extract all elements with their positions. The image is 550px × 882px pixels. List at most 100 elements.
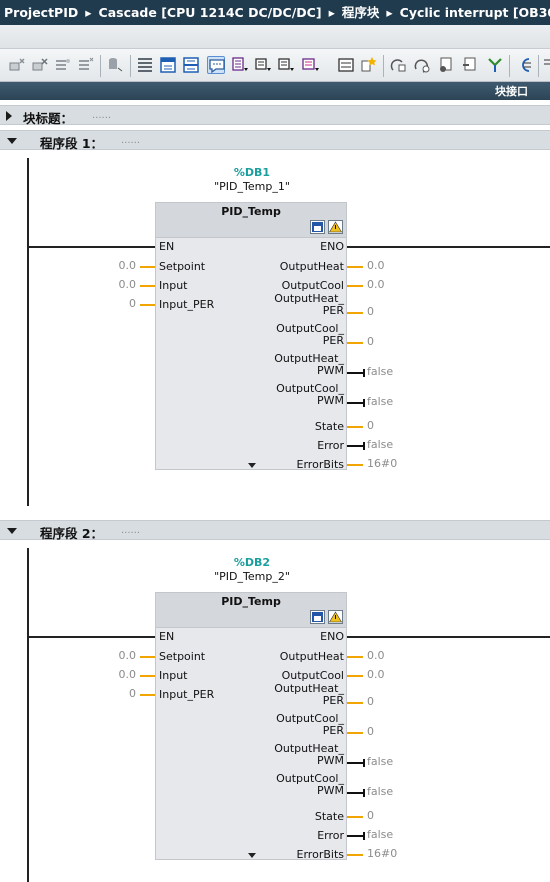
network-comment[interactable]: ...... — [121, 525, 141, 536]
pin-input-input: Input — [159, 279, 188, 292]
pin-input-input: Input — [159, 669, 188, 682]
input-value[interactable]: 0 — [129, 297, 136, 310]
collapse-arrow-icon[interactable] — [7, 528, 17, 534]
output-wire — [347, 464, 363, 466]
pin-output-error: Error — [317, 830, 344, 842]
output-wire — [347, 656, 363, 658]
output-value[interactable]: 16#0 — [367, 457, 398, 470]
output-value[interactable]: 0 — [367, 419, 374, 432]
pin-output-outputcool: OutputCool_PER — [276, 713, 344, 737]
network-comment[interactable]: ...... — [121, 135, 141, 146]
delete-network-icon[interactable] — [31, 56, 49, 74]
collapse-arrow-icon[interactable] — [7, 138, 17, 144]
output-wire — [347, 342, 363, 344]
pin-output-name: OutputHeat_ — [274, 742, 344, 755]
output-wire — [347, 675, 363, 677]
pin-output-name-suffix: PWM — [316, 784, 344, 797]
absolute-address-icon[interactable] — [231, 56, 249, 74]
output-value[interactable]: 0 — [367, 809, 374, 822]
call-hierarchy-icon[interactable] — [515, 56, 533, 74]
expand-arrow-icon[interactable] — [6, 111, 12, 121]
favorites-icon[interactable] — [302, 56, 320, 74]
pin-output-error: Error — [317, 440, 344, 452]
output-value[interactable]: 0 — [367, 335, 374, 348]
wire-end-marker — [363, 369, 365, 377]
insert-branch-icon[interactable] — [54, 56, 72, 74]
pin-output-name-suffix: PWM — [316, 394, 344, 407]
output-value[interactable]: 0 — [367, 305, 374, 318]
output-wire — [347, 732, 363, 734]
insert-network-icon[interactable] — [8, 56, 26, 74]
wire-end-marker — [363, 399, 365, 407]
breadcrumb-item-program-blocks[interactable]: 程序块 — [341, 5, 380, 20]
output-wire — [347, 702, 363, 704]
output-wire — [347, 285, 363, 287]
instance-db-name[interactable]: "PID_Temp_1" — [214, 180, 290, 193]
go-online-icon[interactable] — [413, 56, 431, 74]
tag-info-icon[interactable] — [277, 56, 295, 74]
more-tools-icon[interactable] — [542, 56, 550, 74]
pin-output-outputcool: OutputCool_PER — [276, 323, 344, 347]
output-value[interactable]: false — [367, 755, 394, 768]
block-interface-bar[interactable]: 块接口 — [0, 82, 550, 100]
database-icon[interactable] — [106, 56, 124, 74]
input-wire — [140, 304, 155, 306]
network-header[interactable]: 程序段 2：...... — [0, 520, 550, 541]
output-value[interactable]: false — [367, 365, 394, 378]
block-open-icon[interactable] — [310, 610, 325, 624]
comment-toggle-icon[interactable] — [207, 56, 225, 74]
pin-output-name: OutputHeat_ — [274, 292, 344, 305]
output-value[interactable]: false — [367, 438, 394, 451]
breadcrumb-item-device[interactable]: Cascade [CPU 1214C DC/DC/DC] — [98, 5, 322, 20]
block-open-icon[interactable] — [310, 220, 325, 234]
output-value[interactable]: 0 — [367, 695, 374, 708]
input-value[interactable]: 0.0 — [118, 259, 137, 272]
monitor-icon[interactable] — [389, 56, 407, 74]
power-rail — [27, 158, 29, 506]
upload-icon[interactable] — [461, 56, 479, 74]
input-value[interactable]: 0.0 — [118, 278, 137, 291]
wire-end-marker — [363, 442, 365, 450]
output-value[interactable]: 16#0 — [367, 847, 398, 860]
network-header[interactable]: 程序段 1：...... — [0, 130, 550, 151]
output-value[interactable]: 0 — [367, 725, 374, 738]
output-value[interactable]: false — [367, 828, 394, 841]
input-value[interactable]: 0.0 — [118, 649, 137, 662]
output-value[interactable]: false — [367, 395, 394, 408]
block-warning-icon[interactable] — [328, 220, 343, 234]
breadcrumb-item-project[interactable]: ProjectPID — [4, 5, 79, 20]
editor-tab-strip — [0, 25, 550, 49]
select-list-icon[interactable] — [337, 56, 355, 74]
block-title-comment[interactable]: ...... — [92, 110, 112, 121]
close-branch-icon[interactable] — [77, 56, 95, 74]
window-view-icon[interactable] — [159, 56, 177, 74]
list-view-icon[interactable] — [136, 56, 154, 74]
input-value[interactable]: 0 — [129, 687, 136, 700]
output-value[interactable]: 0.0 — [367, 649, 385, 662]
star-icon[interactable] — [360, 56, 378, 74]
output-value[interactable]: 0.0 — [367, 278, 385, 291]
expand-pins-icon[interactable] — [248, 853, 256, 858]
output-value[interactable]: 0.0 — [367, 259, 385, 272]
expand-pins-icon[interactable] — [248, 463, 256, 468]
eno-wire — [347, 246, 550, 248]
block-title-row[interactable]: 块标题： ...... — [0, 105, 550, 126]
block-name: PID_Temp — [221, 595, 281, 608]
output-wire — [347, 312, 363, 314]
output-value[interactable]: 0.0 — [367, 668, 385, 681]
pin-input-input-per: Input_PER — [159, 298, 215, 311]
pin-output-outputcool: OutputCool_PWM — [276, 383, 344, 407]
power-rail — [27, 548, 29, 882]
split-view-icon[interactable] — [182, 56, 200, 74]
compile-icon[interactable] — [486, 56, 504, 74]
block-warning-icon[interactable] — [328, 610, 343, 624]
instance-db-name[interactable]: "PID_Temp_2" — [214, 570, 290, 583]
symbolic-address-icon[interactable] — [254, 56, 272, 74]
output-value[interactable]: false — [367, 785, 394, 798]
breadcrumb-item-block[interactable]: Cyclic interrupt [OB30] — [399, 5, 550, 20]
pin-output-name-suffix: PER — [322, 304, 344, 317]
input-value[interactable]: 0.0 — [118, 668, 137, 681]
download-icon[interactable] — [437, 56, 455, 74]
